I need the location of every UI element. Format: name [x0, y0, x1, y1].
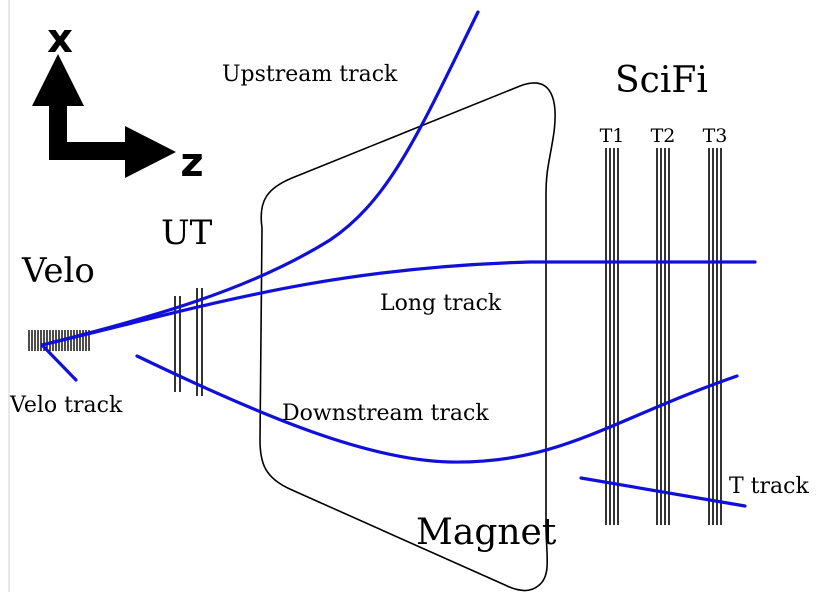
magnet-label: Magnet	[416, 512, 557, 553]
scifi-station-t2	[656, 148, 670, 525]
upstream-track-line	[40, 10, 480, 347]
ut-label: UT	[161, 213, 213, 253]
scifi-station-t1	[605, 148, 619, 525]
downstream-track-line	[135, 354, 739, 464]
upstream-track-label: Upstream track	[222, 62, 398, 87]
velo-track-label: Velo track	[9, 393, 123, 418]
x-axis-label: x	[47, 16, 73, 62]
downstream-track-label: Downstream track	[282, 401, 489, 426]
velo-track-line	[40, 343, 78, 382]
coordinate-axes: x z	[32, 16, 204, 186]
t-track-label: T track	[729, 474, 809, 499]
scifi-station-t3	[708, 148, 722, 525]
station-label-t2: T2	[651, 125, 676, 147]
magnet-outline	[259, 82, 556, 592]
velo-label: Velo	[21, 251, 95, 291]
t-track-line	[579, 476, 747, 508]
scifi-label: SciFi	[615, 60, 708, 101]
x-axis-arrow	[32, 54, 176, 178]
station-label-t1: T1	[600, 125, 625, 147]
long-track-label: Long track	[380, 291, 502, 316]
z-axis-label: z	[180, 140, 203, 186]
station-label-t3: T3	[703, 125, 728, 147]
long-track-line	[40, 260, 757, 347]
